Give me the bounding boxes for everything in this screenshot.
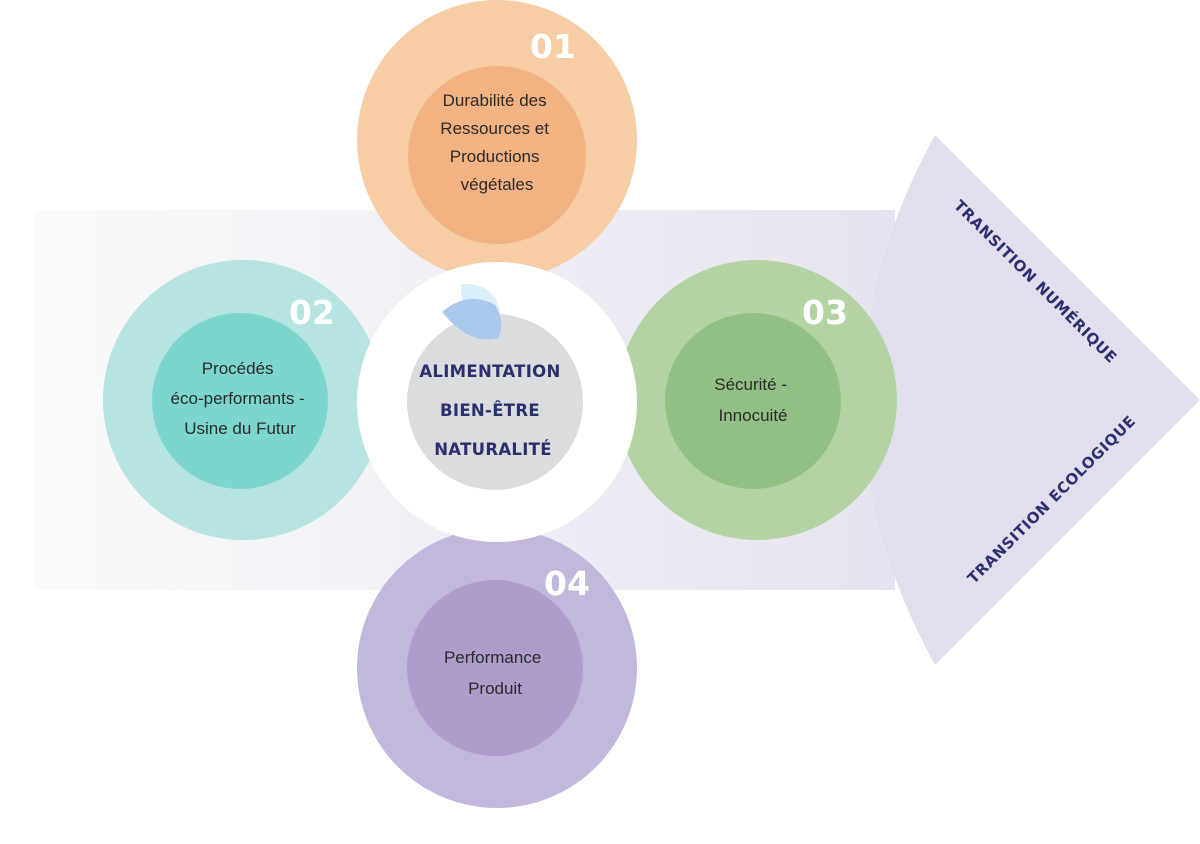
leaf-petals-icon xyxy=(442,283,502,341)
theme-title: Durabilité des Ressources et Productions… xyxy=(440,91,553,194)
theme-number: 03 xyxy=(802,293,848,332)
theme-circle-03[interactable]: 03 Sécurité - Innocuité xyxy=(617,260,897,540)
theme-circle-02[interactable]: 02 Procédés éco-performants - Usine du F… xyxy=(103,260,383,540)
theme-number: 02 xyxy=(289,293,335,332)
theme-title: Procédés éco-performants - Usine du Futu… xyxy=(171,359,310,438)
theme-number: 01 xyxy=(530,27,576,66)
theme-title: Sécurité - Innocuité xyxy=(714,375,791,425)
center-circle[interactable]: ALIMENTATION BIEN-ÊTRE NATURALITÉ xyxy=(357,262,637,542)
center-title: ALIMENTATION BIEN-ÊTRE NATURALITÉ xyxy=(419,362,566,459)
theme-title: Performance Produit xyxy=(444,648,546,698)
theme-circle-01[interactable]: 01 Durabilité des Ressources et Producti… xyxy=(357,0,637,280)
arrow-head xyxy=(862,135,1200,665)
theme-number: 04 xyxy=(544,564,590,603)
theme-circle-04[interactable]: 04 Performance Produit xyxy=(357,528,637,808)
